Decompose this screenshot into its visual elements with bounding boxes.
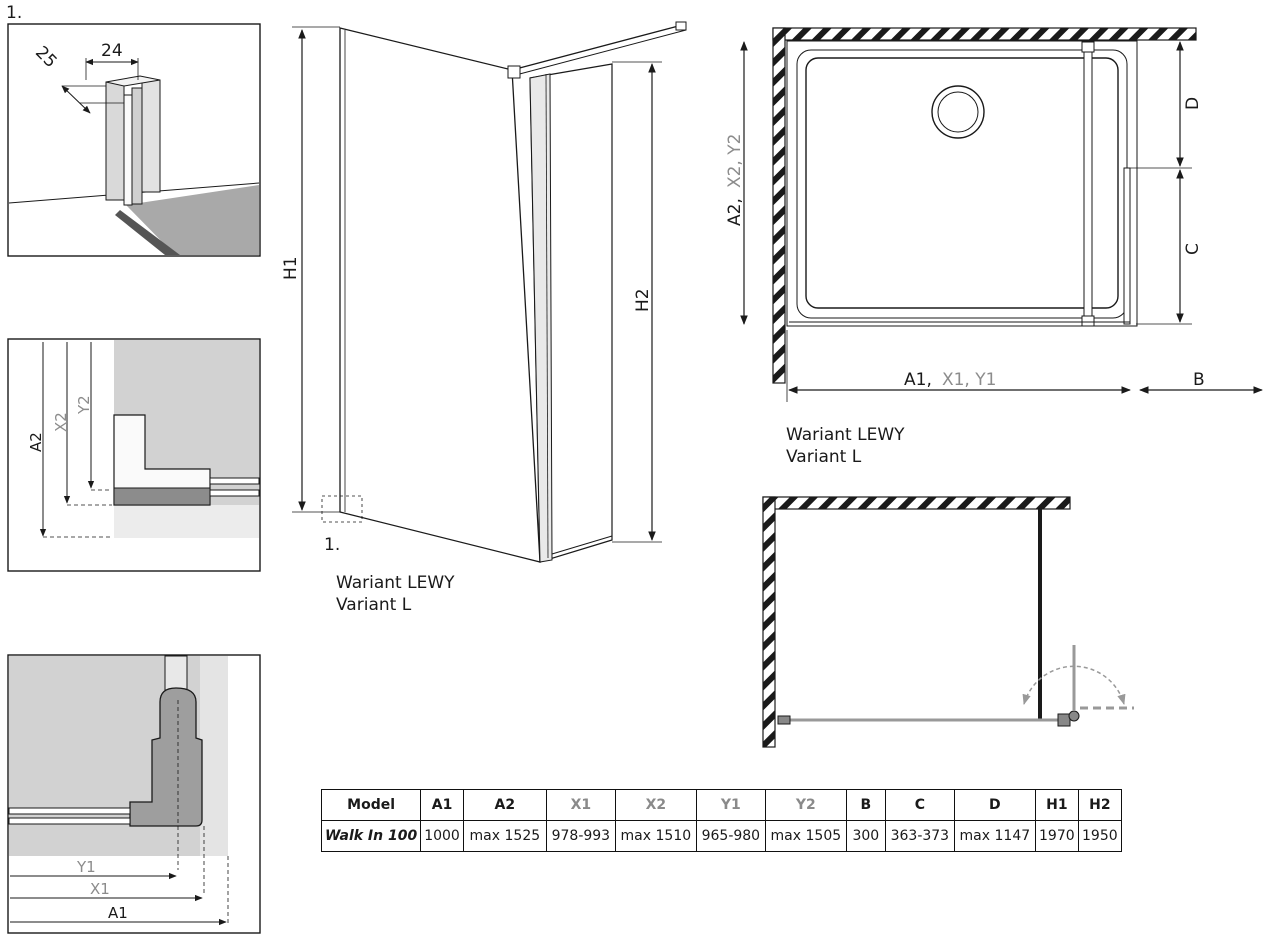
dim-24-label: 24	[101, 41, 123, 61]
y1-bottom-label: Y1	[76, 858, 96, 876]
cell-b: 300	[845, 820, 886, 852]
side-section-panel: A2 X2 Y2	[7, 338, 261, 572]
cell-c: 363-373	[884, 820, 955, 852]
a1-black-label: A1,	[904, 370, 932, 390]
plan-view-bottom	[762, 496, 1134, 748]
cell-h2: 1950	[1077, 820, 1122, 852]
y2-side-label: Y2	[75, 395, 93, 415]
a2-black-label: A2,	[725, 198, 745, 226]
header-y1: Y1	[695, 789, 766, 821]
iso-caption-line1: Wariant LEWY	[336, 573, 455, 593]
header-y2: Y2	[764, 789, 847, 821]
plan-caption-line1: Wariant LEWY	[786, 425, 905, 445]
iso-caption-line2: Variant L	[336, 595, 412, 615]
cell-a2: max 1525	[462, 820, 547, 852]
cell-y1: 965-980	[695, 820, 766, 852]
a1-x1-y1-label: A1, X1, Y1	[904, 370, 996, 390]
cell-x2: max 1510	[614, 820, 697, 852]
cell-d: max 1147	[953, 820, 1036, 852]
h2-label: H2	[633, 288, 653, 312]
x1-y1-grey-label: X1, Y1	[942, 370, 996, 390]
header-b: B	[845, 789, 886, 821]
cell-h1: 1970	[1034, 820, 1079, 852]
header-a2: A2	[462, 789, 547, 821]
plan-view-top: A2, X2, Y2 D C A1, X1, Y1 B	[725, 27, 1263, 402]
header-c: C	[884, 789, 955, 821]
spec-table: Model A1 A2 X1 X2 Y1 Y2 B C D H1 H2 Walk…	[320, 789, 1122, 852]
header-h1: H1	[1034, 789, 1079, 821]
c-label: C	[1183, 243, 1203, 255]
header-x1: X1	[545, 789, 616, 821]
d-label: D	[1183, 97, 1203, 110]
spec-header-row: Model A1 A2 X1 X2 Y1 Y2 B C D H1 H2	[320, 789, 1122, 821]
h1-label: H1	[281, 256, 301, 280]
isometric-view: H1 H2 1.	[281, 21, 687, 563]
iso-caption: Wariant LEWY Variant L	[336, 572, 455, 616]
header-d: D	[953, 789, 1036, 821]
cell-model: Walk In 100	[320, 820, 422, 852]
plan-caption-line2: Variant L	[786, 447, 862, 467]
header-model: Model	[320, 789, 422, 821]
corner-detail-panel: Y1 X1 A1	[7, 654, 261, 934]
a2-side-label: A2	[27, 432, 45, 452]
x2-side-label: X2	[52, 412, 70, 432]
header-a1: A1	[420, 789, 464, 821]
x2-y2-grey-label: X2, Y2	[725, 134, 745, 188]
a1-bottom-label: A1	[108, 904, 128, 922]
header-h2: H2	[1077, 789, 1122, 821]
header-x2: X2	[614, 789, 697, 821]
detail-profile-panel: 1. 24 25	[6, 3, 261, 257]
cell-a1: 1000	[420, 820, 464, 852]
x1-bottom-label: X1	[90, 880, 110, 898]
detail-marker-label: 1.	[6, 3, 22, 23]
cell-x1: 978-993	[545, 820, 616, 852]
detail-ref-label: 1.	[324, 535, 340, 555]
cell-y2: max 1505	[764, 820, 847, 852]
table-row: Walk In 100 1000 max 1525 978-993 max 15…	[320, 820, 1122, 852]
b-label: B	[1193, 370, 1205, 390]
plan-caption: Wariant LEWY Variant L	[786, 424, 905, 468]
a2-x2-y2-label: A2, X2, Y2	[725, 134, 745, 226]
